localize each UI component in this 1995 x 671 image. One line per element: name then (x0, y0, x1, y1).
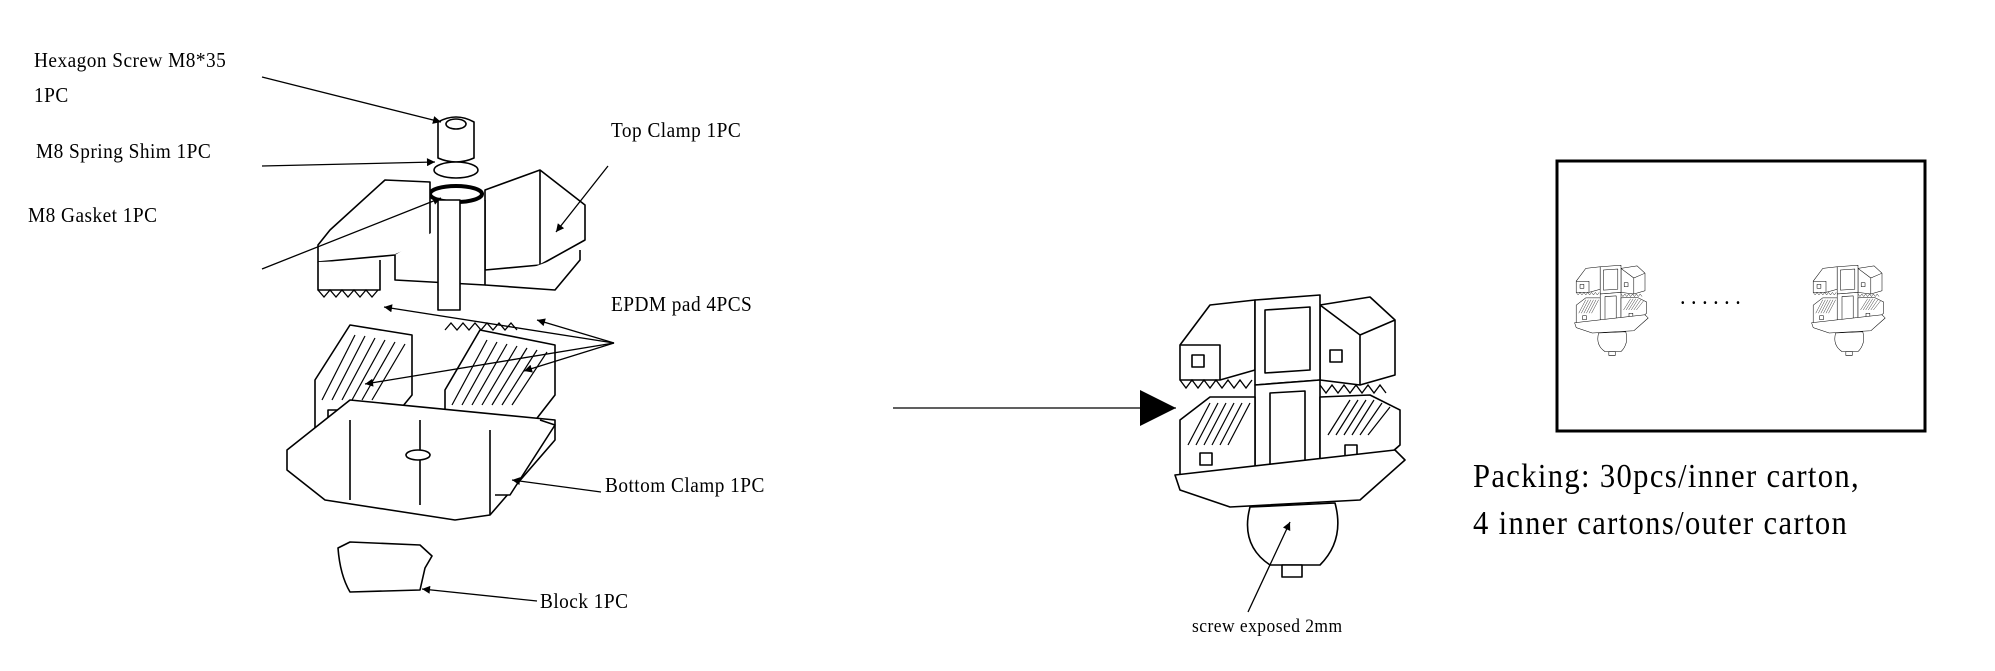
packing-line-1: Packing: 30pcs/inner carton, (1473, 458, 1861, 495)
block-part (337, 541, 433, 593)
label-gasket: M8 Gasket 1PC (28, 203, 158, 227)
label-screw-exposed: screw exposed 2mm (1192, 616, 1343, 637)
label-bottom-clamp: Bottom Clamp 1PC (605, 473, 765, 497)
packing-line-2: 4 inner cartons/outer carton (1473, 505, 1849, 542)
label-hexagon-screw: Hexagon Screw M8*35 (34, 48, 227, 72)
spring-shim-part (433, 161, 479, 179)
label-block: Block 1PC (540, 589, 629, 613)
carton-clamp-last (1811, 264, 1886, 356)
label-epdm-pad: EPDM pad 4PCS (611, 292, 753, 316)
carton-clamp-first (1574, 264, 1649, 356)
carton-ellipsis: ...... (1680, 284, 1747, 310)
exploded-view-drawing (261, 76, 615, 602)
bottom-clamp-part (286, 399, 556, 521)
carton-box (1555, 159, 1927, 433)
assembled-clamp-drawing (1174, 294, 1406, 613)
label-hexagon-screw-qty: 1PC (34, 83, 69, 107)
top-clamp-part (317, 169, 586, 331)
label-top-clamp: Top Clamp 1PC (611, 118, 742, 142)
hexagon-screw-part (437, 116, 475, 163)
label-spring-shim: M8 Spring Shim 1PC (36, 139, 212, 163)
